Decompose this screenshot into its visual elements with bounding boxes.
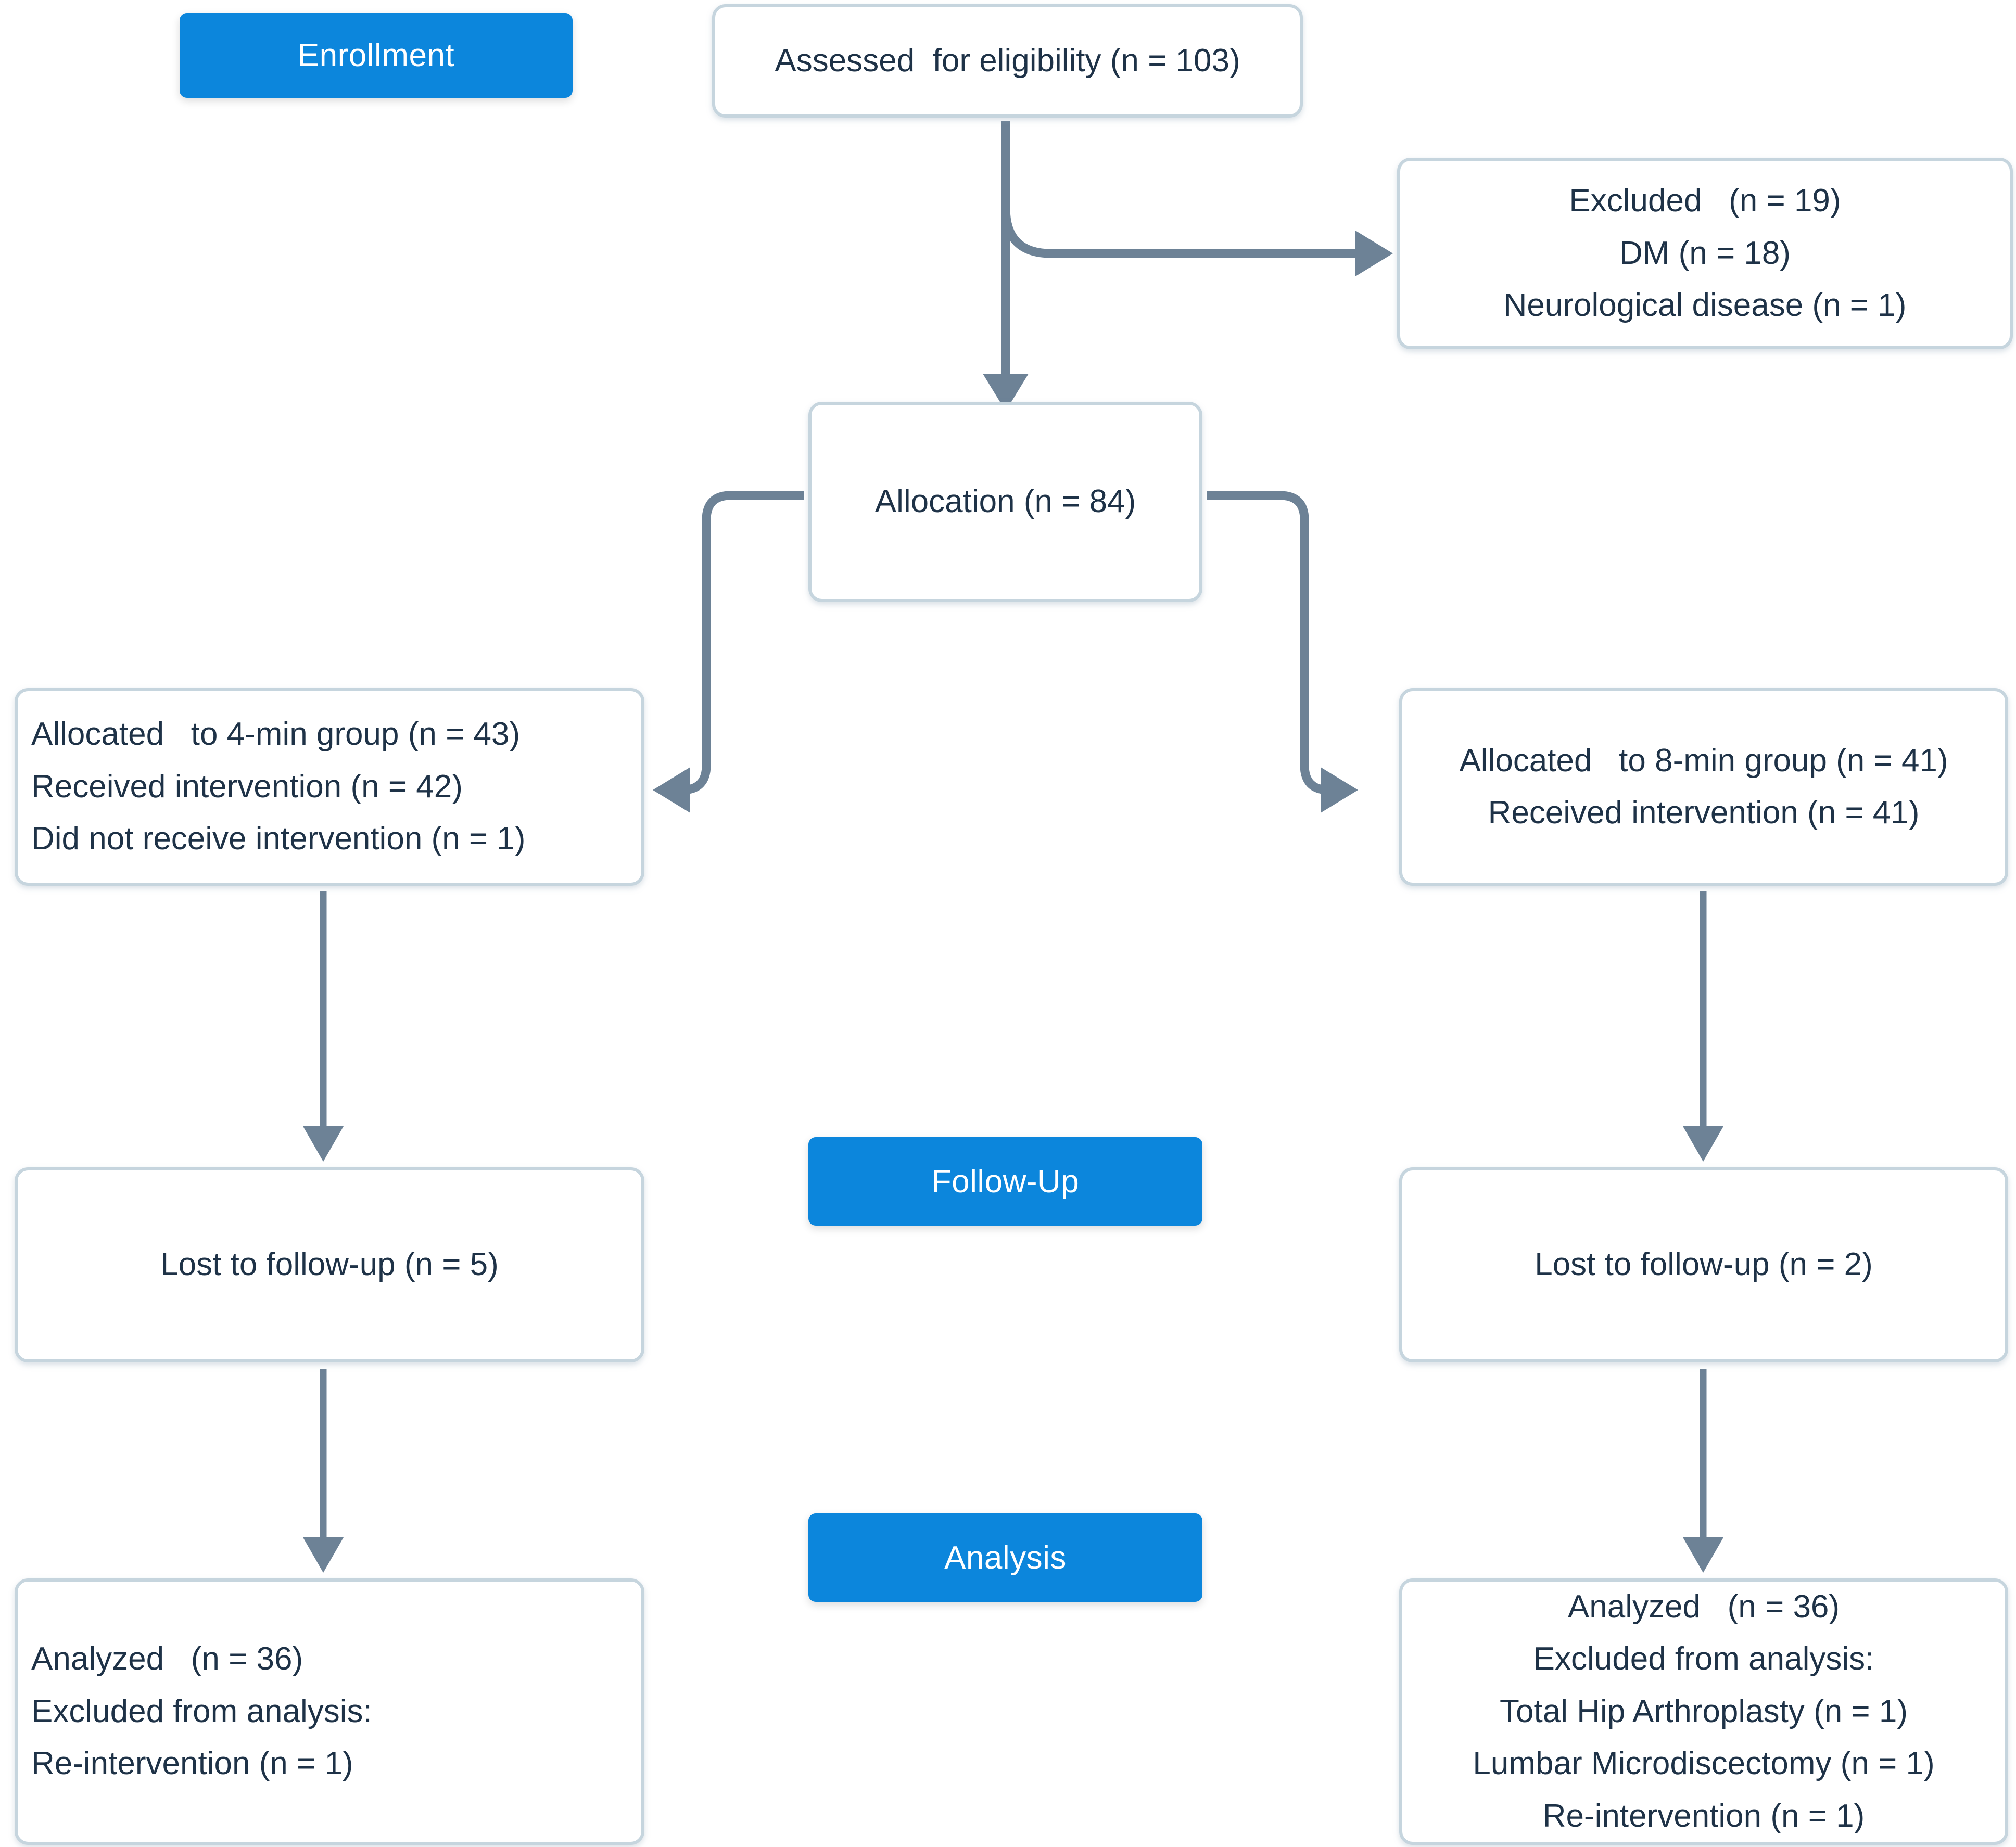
stage-label-follow-up: Follow-Up	[931, 1163, 1080, 1200]
stage-label-enrollment: Enrollment	[297, 37, 455, 73]
node-line: Allocated to 4-min group (n = 43)	[31, 716, 521, 753]
node-excluded: Excluded (n = 19) DM (n = 18) Neurologic…	[1397, 158, 2013, 349]
node-line: Excluded (n = 19)	[1569, 183, 1841, 219]
node-line: Lumbar Microdiscectomy (n = 1)	[1473, 1746, 1935, 1782]
node-line: Did not receive intervention (n = 1)	[31, 821, 526, 857]
node-line: Analyzed (n = 36)	[1567, 1588, 1840, 1625]
node-line: Lost to follow-up (n = 2)	[1535, 1246, 1873, 1283]
node-lost-to-follow-up-8-min: Lost to follow-up (n = 2)	[1399, 1167, 2008, 1362]
node-analyzed-4-min: Analyzed (n = 36) Excluded from analysis…	[15, 1578, 644, 1845]
stage-badge-follow-up: Follow-Up	[808, 1137, 1202, 1226]
node-analyzed-8-min: Analyzed (n = 36) Excluded from analysis…	[1399, 1578, 2008, 1845]
node-line: Allocation (n = 84)	[874, 483, 1136, 520]
node-line: Assessed for eligibility (n = 103)	[775, 42, 1240, 79]
stage-badge-enrollment: Enrollment	[180, 13, 573, 98]
arrowhead-into-left-arm	[653, 767, 690, 813]
node-line: Received intervention (n = 41)	[1488, 795, 1920, 831]
connector-allocation-to-left-arm	[673, 491, 804, 795]
arrowhead-into-left-analyzed	[303, 1537, 344, 1573]
node-line: Re-intervention (n = 1)	[31, 1746, 353, 1782]
node-line: DM (n = 18)	[1619, 235, 1791, 271]
node-line: Excluded from analysis:	[1533, 1641, 1874, 1677]
node-line: Allocated to 8-min group (n = 41)	[1459, 742, 1948, 779]
stage-label-analysis: Analysis	[944, 1539, 1067, 1576]
node-line: Neurological disease (n = 1)	[1503, 287, 1907, 324]
node-line: Excluded from analysis:	[31, 1693, 372, 1729]
node-line: Received intervention (n = 42)	[31, 768, 463, 805]
connector-assessed-to-excluded	[1001, 208, 1374, 258]
node-line: Analyzed (n = 36)	[31, 1641, 303, 1677]
node-line: Lost to follow-up (n = 5)	[160, 1246, 499, 1283]
arrowhead-into-right-analyzed	[1683, 1537, 1723, 1573]
arrowhead-into-right-lost	[1683, 1126, 1723, 1162]
node-assessed-for-eligibility: Assessed for eligibility (n = 103)	[712, 4, 1303, 118]
arrowhead-into-left-lost	[303, 1126, 344, 1162]
node-allocation: Allocation (n = 84)	[808, 402, 1202, 602]
arrowhead-into-right-arm	[1321, 767, 1358, 813]
connector-allocation-to-right-arm	[1207, 491, 1338, 795]
arrowhead-into-excluded	[1355, 231, 1393, 276]
node-allocated-4-min-group: Allocated to 4-min group (n = 43) Receiv…	[15, 688, 644, 886]
stage-badge-analysis: Analysis	[808, 1513, 1202, 1602]
node-allocated-8-min-group: Allocated to 8-min group (n = 41) Receiv…	[1399, 688, 2008, 886]
node-lost-to-follow-up-4-min: Lost to follow-up (n = 5)	[15, 1167, 644, 1362]
node-line: Total Hip Arthroplasty (n = 1)	[1500, 1693, 1908, 1729]
node-line: Re-intervention (n = 1)	[1542, 1798, 1865, 1834]
